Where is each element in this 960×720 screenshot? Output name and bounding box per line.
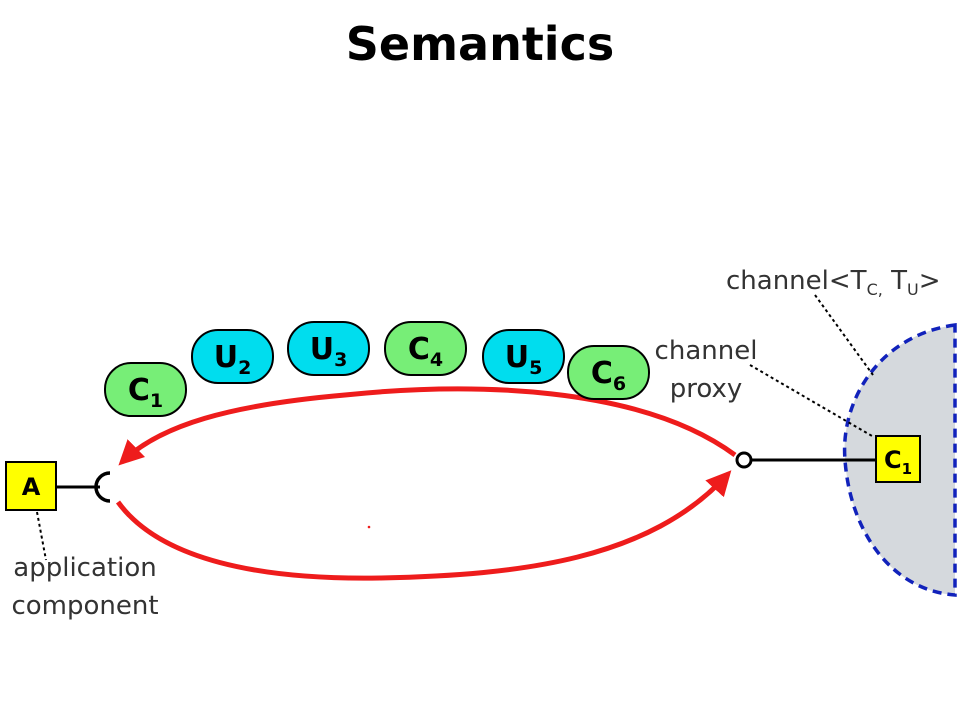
svg-text:C4: C4 <box>408 332 443 371</box>
svg-text:C6: C6 <box>591 356 626 395</box>
message-letter: U <box>214 340 238 375</box>
arrow-lower <box>115 470 732 581</box>
channel-type-label: channel<TC, TU> <box>726 266 941 299</box>
channel-proxy-endpoint <box>735 451 753 469</box>
message-pill-u3: U3 <box>287 321 370 376</box>
message-pill-u5: U5 <box>482 329 565 384</box>
svg-text:U5: U5 <box>505 340 543 379</box>
message-index: 4 <box>430 349 443 371</box>
stray-dot <box>367 525 371 529</box>
proxy-leader <box>749 364 873 437</box>
application-box <box>5 461 57 511</box>
message-index: 6 <box>613 373 626 395</box>
message-letter: C <box>128 373 150 408</box>
message-pill-c6: C6 <box>567 345 650 400</box>
message-pill-u2: U2 <box>191 329 274 384</box>
svg-text:C1: C1 <box>128 373 163 412</box>
message-pill-c1: C1 <box>104 362 187 417</box>
page-title: Semantics <box>346 17 614 71</box>
svg-text:U2: U2 <box>214 340 252 379</box>
channel-box <box>875 435 921 483</box>
message-letter: U <box>310 332 334 367</box>
application-label-line1: application <box>13 553 156 583</box>
message-index: 5 <box>529 357 542 379</box>
application-socket <box>94 471 111 503</box>
message-letter: C <box>591 356 613 391</box>
message-index: 3 <box>334 349 347 371</box>
message-letter: C <box>408 332 430 367</box>
application-box-label: A <box>22 473 41 501</box>
application-label-line2: component <box>11 591 158 621</box>
svg-text:U3: U3 <box>310 332 348 371</box>
message-pill-c4: C4 <box>384 321 467 376</box>
message-index: 1 <box>150 390 163 412</box>
proxy-label-line1: channel <box>655 336 758 366</box>
message-index: 2 <box>238 357 251 379</box>
arrow-upper <box>118 386 737 466</box>
channel-box-label: C1 <box>884 446 912 478</box>
message-letter: U <box>505 340 529 375</box>
application-leader <box>36 511 47 561</box>
proxy-label-line2: proxy <box>670 374 743 404</box>
channel-leader <box>814 294 874 376</box>
